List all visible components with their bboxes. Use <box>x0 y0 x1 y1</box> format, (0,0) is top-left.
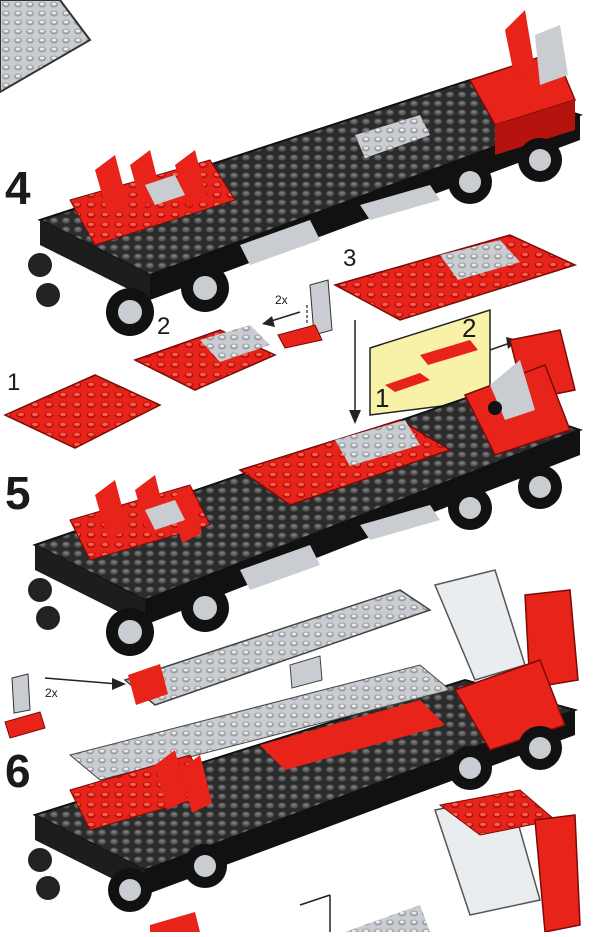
step-number-4: 4 <box>5 162 31 214</box>
step5-truck <box>28 360 583 656</box>
step-number-5: 5 <box>5 467 31 519</box>
step6-truck <box>28 659 579 912</box>
substep-3-label: 3 <box>343 245 357 272</box>
step4-truck <box>28 10 584 336</box>
next-step-parts <box>150 789 581 933</box>
step4-multiplier: 2x <box>275 293 288 307</box>
callout-number-2: 2 <box>462 313 477 343</box>
step6-parts <box>4 569 579 739</box>
step4-parts <box>3 234 578 449</box>
callout-number-1: 1 <box>375 383 390 413</box>
step-number-6: 6 <box>5 745 31 797</box>
substep-2-label: 2 <box>157 313 171 340</box>
corner-plate <box>0 0 92 94</box>
step6-multiplier: 2x <box>45 686 58 700</box>
substep-1-label: 1 <box>7 369 21 396</box>
